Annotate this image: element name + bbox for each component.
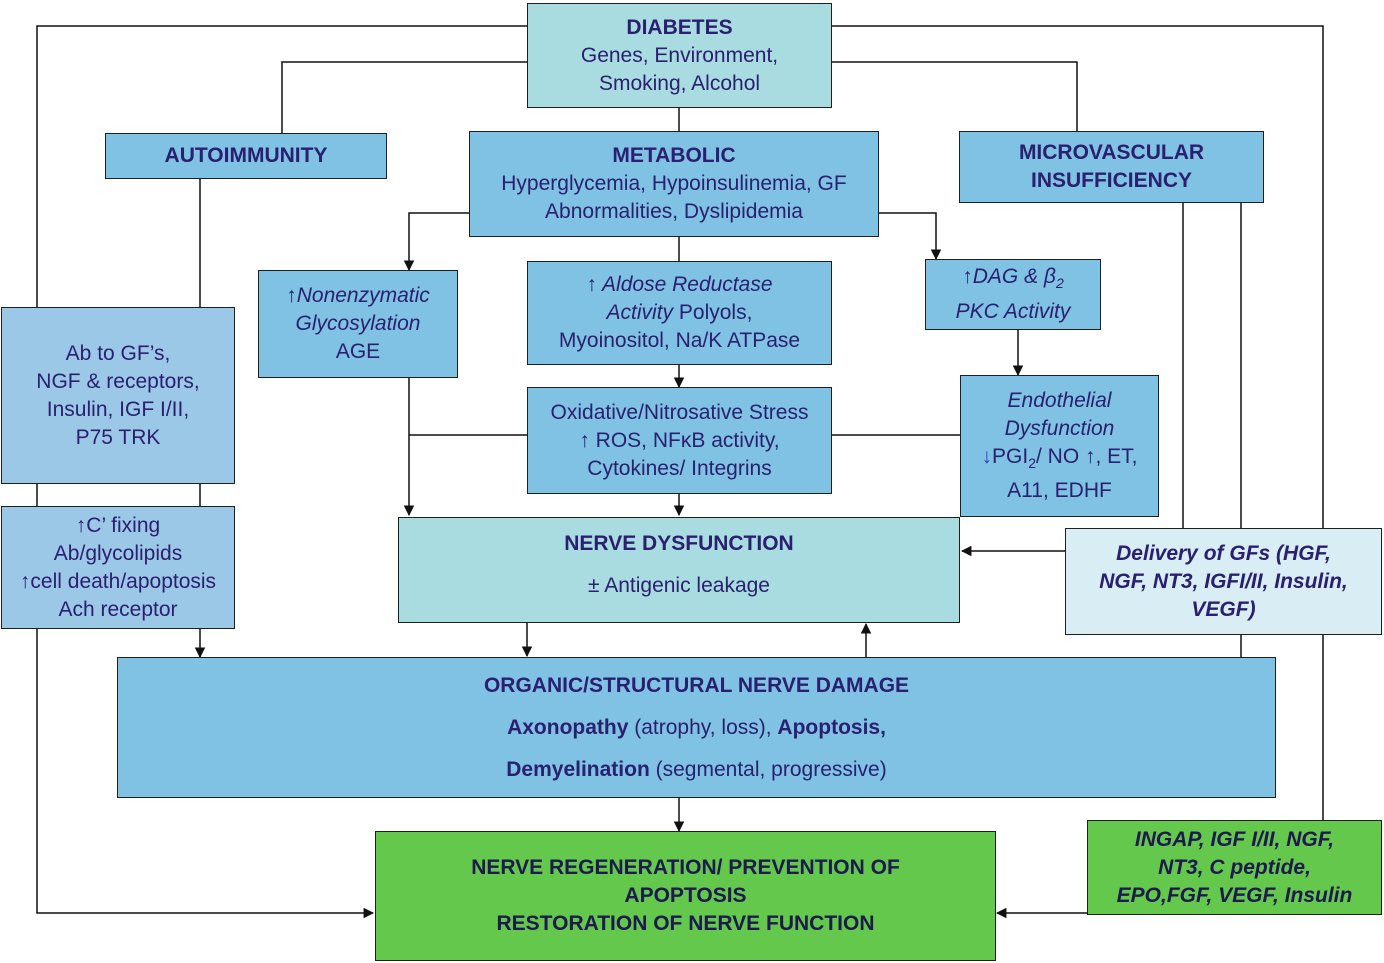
endothelial-line3c: / NO ↑, ET, xyxy=(1035,444,1138,468)
cfixing-line2: Ab/glycolipids xyxy=(53,541,183,565)
down-arrow-icon: ↓ xyxy=(981,444,993,468)
diabetes-title: DIABETES xyxy=(626,15,733,39)
ingap-line2: NT3, C peptide, xyxy=(1158,855,1311,879)
oxidative-box: Oxidative/Nitrosative Stress ↑ ROS, NFκB… xyxy=(527,387,832,494)
delivery-box: Delivery of GFs (HGF, NGF, NT3, IGFI/II,… xyxy=(1065,528,1382,635)
nonenzymatic-line3: AGE xyxy=(335,340,381,363)
autoimmunity-box: AUTOIMMUNITY xyxy=(105,133,387,179)
aldose-line1: ↑ Aldose Reductase xyxy=(586,273,773,296)
ab-gf-line1: Ab to GF’s, xyxy=(65,341,171,365)
nonenzymatic-box: ↑Nonenzymatic Glycosylation AGE xyxy=(258,270,458,378)
regeneration-line2: APOPTOSIS xyxy=(624,884,747,907)
nerve-dysfunction-box: NERVE DYSFUNCTION ± Antigenic leakage xyxy=(398,517,960,623)
diabetes-box: DIABETES Genes, Environment, Smoking, Al… xyxy=(527,3,832,108)
organic-line1-normal: (atrophy, loss), xyxy=(628,715,778,739)
endothelial-line2: Dysfunction xyxy=(1004,416,1115,440)
line-diabetes-left xyxy=(36,25,527,307)
microvascular-line1: MICROVASCULAR xyxy=(1018,141,1205,164)
regeneration-line3: RESTORATION OF NERVE FUNCTION xyxy=(496,912,875,935)
aldose-line2a: Activity xyxy=(606,301,674,324)
nonenzymatic-line2: Glycosylation xyxy=(295,312,421,335)
regeneration-line1: NERVE REGENERATION/ PREVENTION OF xyxy=(471,856,900,879)
microvascular-line2: INSUFFICIENCY xyxy=(1030,169,1192,192)
dag-line1-subscript: 2 xyxy=(1055,275,1064,292)
line-metabolic-nonenzymatic xyxy=(403,212,469,272)
organic-damage-box: ORGANIC/STRUCTURAL NERVE DAMAGE Axonopat… xyxy=(117,657,1276,798)
metabolic-line1: Hyperglycemia, Hypoinsulinemia, GF xyxy=(501,172,847,195)
ab-gf-line3: Insulin, IGF I/II, xyxy=(46,397,190,421)
metabolic-box: METABOLIC Hyperglycemia, Hypoinsulinemia… xyxy=(469,131,879,237)
endothelial-box: Endothelial Dysfunction ↓PGI2/ NO ↑, ET,… xyxy=(960,375,1159,517)
cfixing-line4: Ach receptor xyxy=(58,597,178,621)
oxidative-line2: ↑ ROS, NFκB activity, xyxy=(579,428,780,452)
diabetes-line2: Smoking, Alcohol xyxy=(598,71,761,95)
delivery-line2: NGF, NT3, IGFI/II, Insulin, xyxy=(1099,569,1348,593)
cfixing-line3: ↑cell death/apoptosis xyxy=(19,569,217,593)
organic-axonopathy: Axonopathy xyxy=(507,715,629,739)
endothelial-line4: A11, EDHF xyxy=(1007,479,1112,503)
organic-title: ORGANIC/STRUCTURAL NERVE DAMAGE xyxy=(483,673,910,697)
line-diabetes-microvascular xyxy=(831,61,1078,131)
aldose-line3: Myoinositol, Na/K ATPase xyxy=(558,329,801,352)
dag-line2: PKC Activity xyxy=(955,299,1071,323)
ab-gf-box: Ab to GF’s, NGF & receptors, Insulin, IG… xyxy=(1,307,235,484)
line-left-bottom xyxy=(36,629,375,919)
oxidative-line3: Cytokines/ Integrins xyxy=(587,456,772,480)
cfixing-line1: ↑C’ fixing xyxy=(75,513,161,537)
nerve-dysfunction-line1: ± Antigenic leakage xyxy=(588,574,770,597)
metabolic-line2: Abnormalities, Dyslipidemia xyxy=(545,200,803,223)
nonenzymatic-line1: ↑Nonenzymatic xyxy=(286,284,430,307)
organic-apoptosis: Apoptosis, xyxy=(777,715,886,739)
metabolic-title: METABOLIC xyxy=(612,144,736,167)
organic-demyelination: Demyelination xyxy=(506,757,650,781)
oxidative-line1: Oxidative/Nitrosative Stress xyxy=(550,400,809,424)
aldose-box: ↑ Aldose Reductase Activity Polyols, Myo… xyxy=(527,261,832,365)
regeneration-box: NERVE REGENERATION/ PREVENTION OF APOPTO… xyxy=(375,831,996,961)
nerve-dysfunction-title: NERVE DYSFUNCTION xyxy=(564,532,794,555)
diabetes-line1: Genes, Environment, xyxy=(580,43,779,67)
ingap-line3: EPO,FGF, VEGF, Insulin xyxy=(1116,883,1353,907)
microvascular-box: MICROVASCULAR INSUFFICIENCY xyxy=(959,131,1264,203)
line-diabetes-autoimmunity xyxy=(281,61,527,133)
autoimmunity-title: AUTOIMMUNITY xyxy=(164,144,328,167)
ab-gf-line4: P75 TRK xyxy=(75,425,161,449)
endothelial-line1: Endothelial xyxy=(1007,388,1112,412)
cfixing-box: ↑C’ fixing Ab/glycolipids ↑cell death/ap… xyxy=(1,506,235,629)
line-metabolic-dag xyxy=(878,212,942,261)
ab-gf-line2: NGF & receptors, xyxy=(36,369,200,393)
delivery-line3: VEGF) xyxy=(1191,597,1256,621)
dag-box: ↑DAG & β2 PKC Activity xyxy=(925,259,1101,330)
endothelial-line3b: PGI xyxy=(992,444,1029,468)
delivery-line1: Delivery of GFs (HGF, xyxy=(1116,541,1331,565)
endothelial-line3-subscript: 2 xyxy=(1028,455,1036,472)
organic-line2-normal: (segmental, progressive) xyxy=(649,757,887,781)
dag-line1: ↑DAG & β xyxy=(962,265,1056,289)
ingap-box: INGAP, IGF I/II, NGF, NT3, C peptide, EP… xyxy=(1087,820,1382,915)
aldose-line2b: Polyols, xyxy=(673,301,753,324)
ingap-line1: INGAP, IGF I/II, NGF, xyxy=(1134,827,1335,851)
